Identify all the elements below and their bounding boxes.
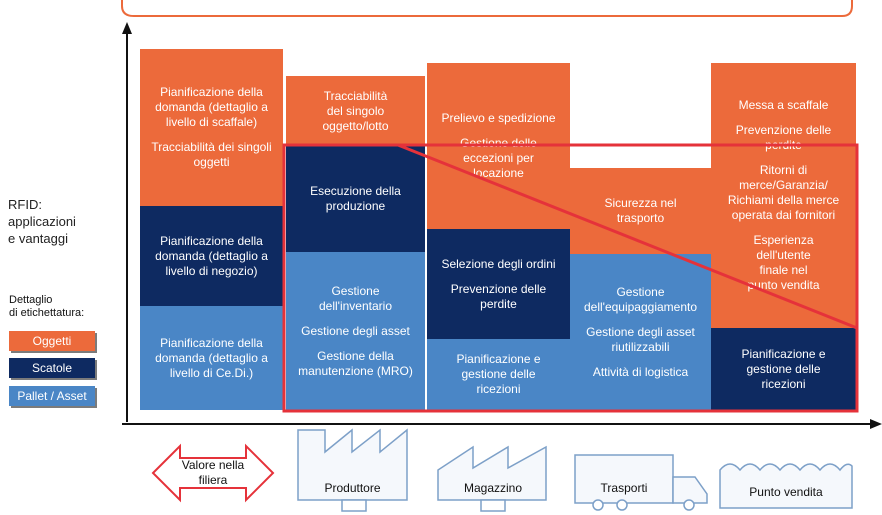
c1-boxes-block: Pianificazione della domanda (dettaglio …: [140, 206, 283, 306]
legend-pallets: Pallet / Asset: [9, 386, 95, 406]
c2-objects-item-1: Tracciabilità del singolo oggetto/lotto: [322, 88, 389, 133]
legend-objects: Oggetti: [9, 331, 95, 351]
store-label: Punto vendita: [749, 485, 823, 499]
callout-bubble: [121, 0, 853, 17]
value-chain-label: Valore nella filiera: [181, 458, 245, 487]
x-axis-arrow: [870, 419, 882, 429]
side-title: RFID: applicazioni e vantaggi: [8, 197, 76, 246]
c2-objects-block: Tracciabilità del singolo oggetto/lotto: [286, 76, 425, 146]
truck-cab-icon: [672, 476, 708, 504]
truck-wheel-3-icon: [683, 499, 695, 511]
factory-icon: [297, 428, 408, 501]
c1-pallets-block: Pianificazione della domanda (dettaglio …: [140, 306, 283, 410]
factory-door-icon: [341, 499, 367, 512]
warehouse-icon: [437, 445, 547, 501]
store-icon: [719, 463, 853, 509]
legend-boxes: Scatole: [9, 358, 95, 378]
warehouse-label: Magazzino: [463, 481, 523, 495]
warehouse-door-icon: [480, 499, 506, 512]
c1-objects-item-1: Pianificazione della domanda (dettaglio …: [155, 85, 268, 129]
c3-objects-item-1: Prelievo e spedizione: [441, 111, 556, 125]
c1-pallets-item-1: Pianificazione della domanda (dettaglio …: [155, 335, 268, 380]
producer-label: Produttore: [324, 481, 381, 495]
truck-wheel-1-icon: [592, 499, 604, 511]
c1-objects-item-2: Tracciabilità dei singoli oggetti: [151, 140, 272, 169]
double-arrow-icon: [151, 443, 275, 503]
legend-title: Dettaglio di etichettatura:: [9, 294, 85, 319]
y-axis-arrow: [122, 22, 132, 34]
truck-wheel-2-icon: [616, 499, 628, 511]
c5-objects-item-1: Messa a scaffale: [738, 98, 829, 112]
c1-boxes-item-1: Pianificazione della domanda (dettaglio …: [155, 233, 268, 278]
c1-objects-block: Pianificazione della domanda (dettaglio …: [140, 49, 283, 206]
transport-label: Trasporti: [600, 481, 648, 495]
